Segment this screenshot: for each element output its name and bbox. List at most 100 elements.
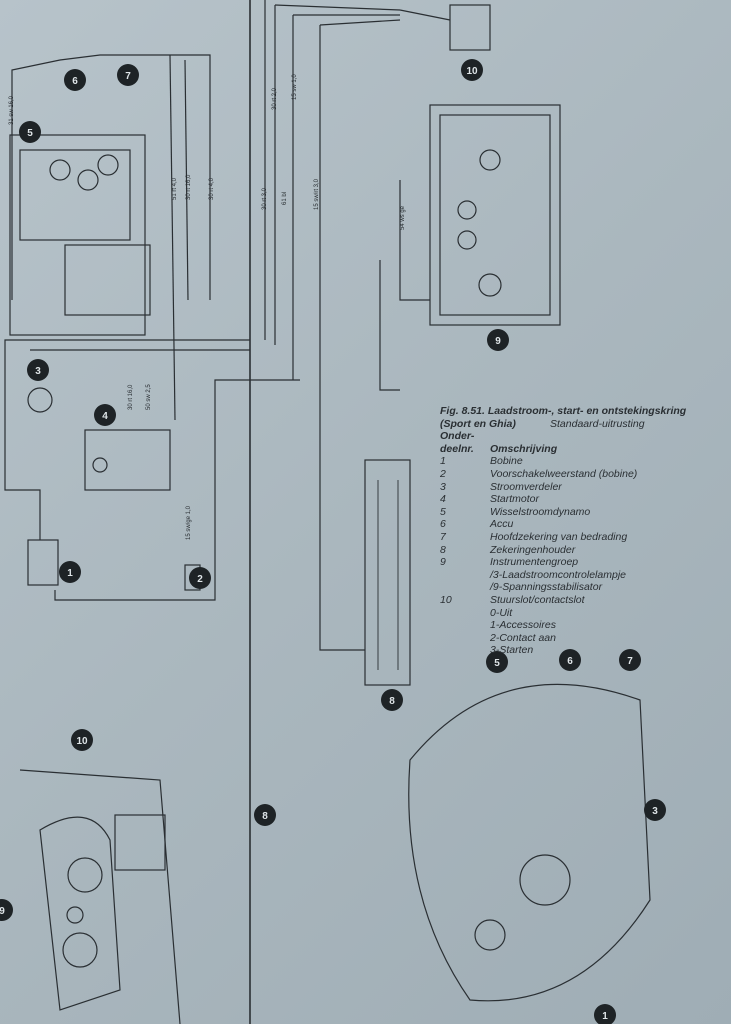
wire-label: 30 rt 3,0 [262, 187, 268, 210]
part-number: 6 [440, 518, 446, 531]
wire-label: 31 sw 16,0 [9, 95, 15, 125]
callout-number: 5 [27, 128, 33, 139]
wire-label: 50 sw 2,5 [146, 384, 152, 410]
callout-marker: 4 [94, 404, 116, 426]
callout-marker: 10 [461, 59, 483, 81]
callout-marker: 9 [487, 329, 509, 351]
part-number: 1 [440, 455, 446, 468]
part-description: Instrumentengroep [490, 556, 579, 569]
wire-label: 54 ws ge [400, 205, 406, 230]
part-row: 6 Accu [440, 518, 686, 531]
part-description: 1-Accessoires [490, 619, 556, 632]
part-description: 0-Uit [490, 606, 513, 619]
part-number: 10 [440, 593, 452, 606]
wire-label: 30 rt 4,0 [209, 177, 215, 200]
part-number [440, 569, 490, 582]
part-number: 8 [440, 543, 446, 556]
part-number: 5 [440, 505, 446, 518]
part-number: 7 [440, 530, 446, 543]
part-description: /9-Spanningsstabilisator [490, 581, 603, 594]
callout-marker: 8 [254, 804, 276, 826]
part-number: 3 [440, 480, 446, 493]
callout-marker: 6 [559, 649, 581, 671]
callout-number: 10 [466, 66, 478, 77]
callout-number: 3 [652, 806, 658, 817]
wire-label: 30 rt 2,0 [272, 87, 278, 110]
part-description: Stuurslot/contactslot [490, 593, 585, 606]
part-description: /3-Laadstroomcontrolelampje [490, 568, 626, 581]
part-description: Hoofdzekering van bedrading [490, 530, 628, 543]
callout-number: 10 [76, 736, 88, 747]
part-row: 1 Bobine [440, 455, 686, 468]
callout-number: 8 [262, 811, 268, 822]
part-number [440, 607, 490, 620]
part-row: 3-Starten [440, 644, 686, 657]
part-row: 1-Accessoires [440, 619, 686, 632]
part-description: Zekeringenhouder [490, 543, 576, 556]
figure-subtitle-right: Standaard-uitrusting [550, 417, 645, 430]
part-row: 2-Contact aan [440, 632, 686, 645]
callout-number: 1 [67, 568, 73, 579]
part-row: 7 Hoofdzekering van bedrading [440, 531, 686, 544]
callout-number: 7 [627, 656, 633, 667]
part-row: 0-Uit [440, 607, 686, 620]
part-row: /3-Laadstroomcontrolelampje [440, 569, 686, 582]
callout-marker: 3 [27, 359, 49, 381]
part-description: 3-Starten [490, 644, 534, 657]
callout-number: 2 [197, 574, 203, 585]
part-row: 4 Startmotor [440, 493, 686, 506]
part-description: Voorschakelweerstand (bobine) [490, 467, 638, 480]
callout-marker: 5 [486, 651, 508, 673]
part-description: Accu [490, 518, 514, 531]
part-row: 9 Instrumentengroep [440, 556, 686, 569]
part-description: 2-Contact aan [490, 631, 556, 644]
callout-marker: 9 [0, 899, 13, 921]
part-description: Bobine [490, 455, 523, 468]
part-description: Startmotor [490, 493, 540, 506]
wire-label: 15 sw 1,0 [292, 74, 298, 100]
callout-marker: 5 [19, 121, 41, 143]
callout-number: 9 [495, 336, 501, 347]
part-number: 4 [440, 493, 446, 506]
callout-number: 4 [102, 411, 108, 422]
part-number: 9 [440, 556, 446, 569]
callout-marker: 7 [619, 649, 641, 671]
part-number: 2 [440, 467, 446, 480]
part-row: 2 Voorschakelweerstand (bobine) [440, 468, 686, 481]
callout-marker: 1 [59, 561, 81, 583]
callout-marker: 8 [381, 689, 403, 711]
wire-label: 15 sw/ge 1,0 [186, 505, 192, 540]
wire-label: 51 rt 4,0 [172, 177, 178, 200]
callout-number: 7 [125, 71, 131, 82]
figure-subtitle-left: (Sport en Ghia) [440, 417, 516, 430]
callout-number: 8 [389, 696, 395, 707]
part-row: 8 Zekeringenhouder [440, 544, 686, 557]
wire-label: 30 rt 16,0 [186, 174, 192, 200]
callout-number: 6 [567, 656, 573, 667]
callout-number: 6 [72, 76, 78, 87]
callout-number: 5 [494, 658, 500, 669]
part-row: 10 Stuurslot/contactslot [440, 594, 686, 607]
callout-number: 3 [35, 366, 41, 377]
part-number [440, 644, 490, 657]
col-header-num-2: deelnr. [440, 442, 474, 455]
col-header-desc: Omschrijving [490, 442, 558, 455]
wire-label: 30 rt 16,0 [128, 384, 134, 410]
callout-marker: 6 [64, 69, 86, 91]
wire-label: 15 sw/rt 3,0 [314, 178, 320, 210]
callout-number: 9 [0, 906, 5, 917]
wire-label: 61 bl [282, 192, 288, 205]
part-number [440, 632, 490, 645]
part-row: /9-Spanningsstabilisator [440, 581, 686, 594]
callout-marker: 1 [594, 1004, 616, 1024]
col-header-num: Onder- [440, 430, 475, 443]
parts-legend: Fig. 8.51. Laadstroom-, start- en ontste… [440, 405, 686, 657]
figure-title: Fig. 8.51. Laadstroom-, start- en ontste… [440, 405, 687, 417]
callout-number: 1 [602, 1011, 608, 1022]
callout-marker: 2 [189, 567, 211, 589]
callout-marker: 3 [644, 799, 666, 821]
